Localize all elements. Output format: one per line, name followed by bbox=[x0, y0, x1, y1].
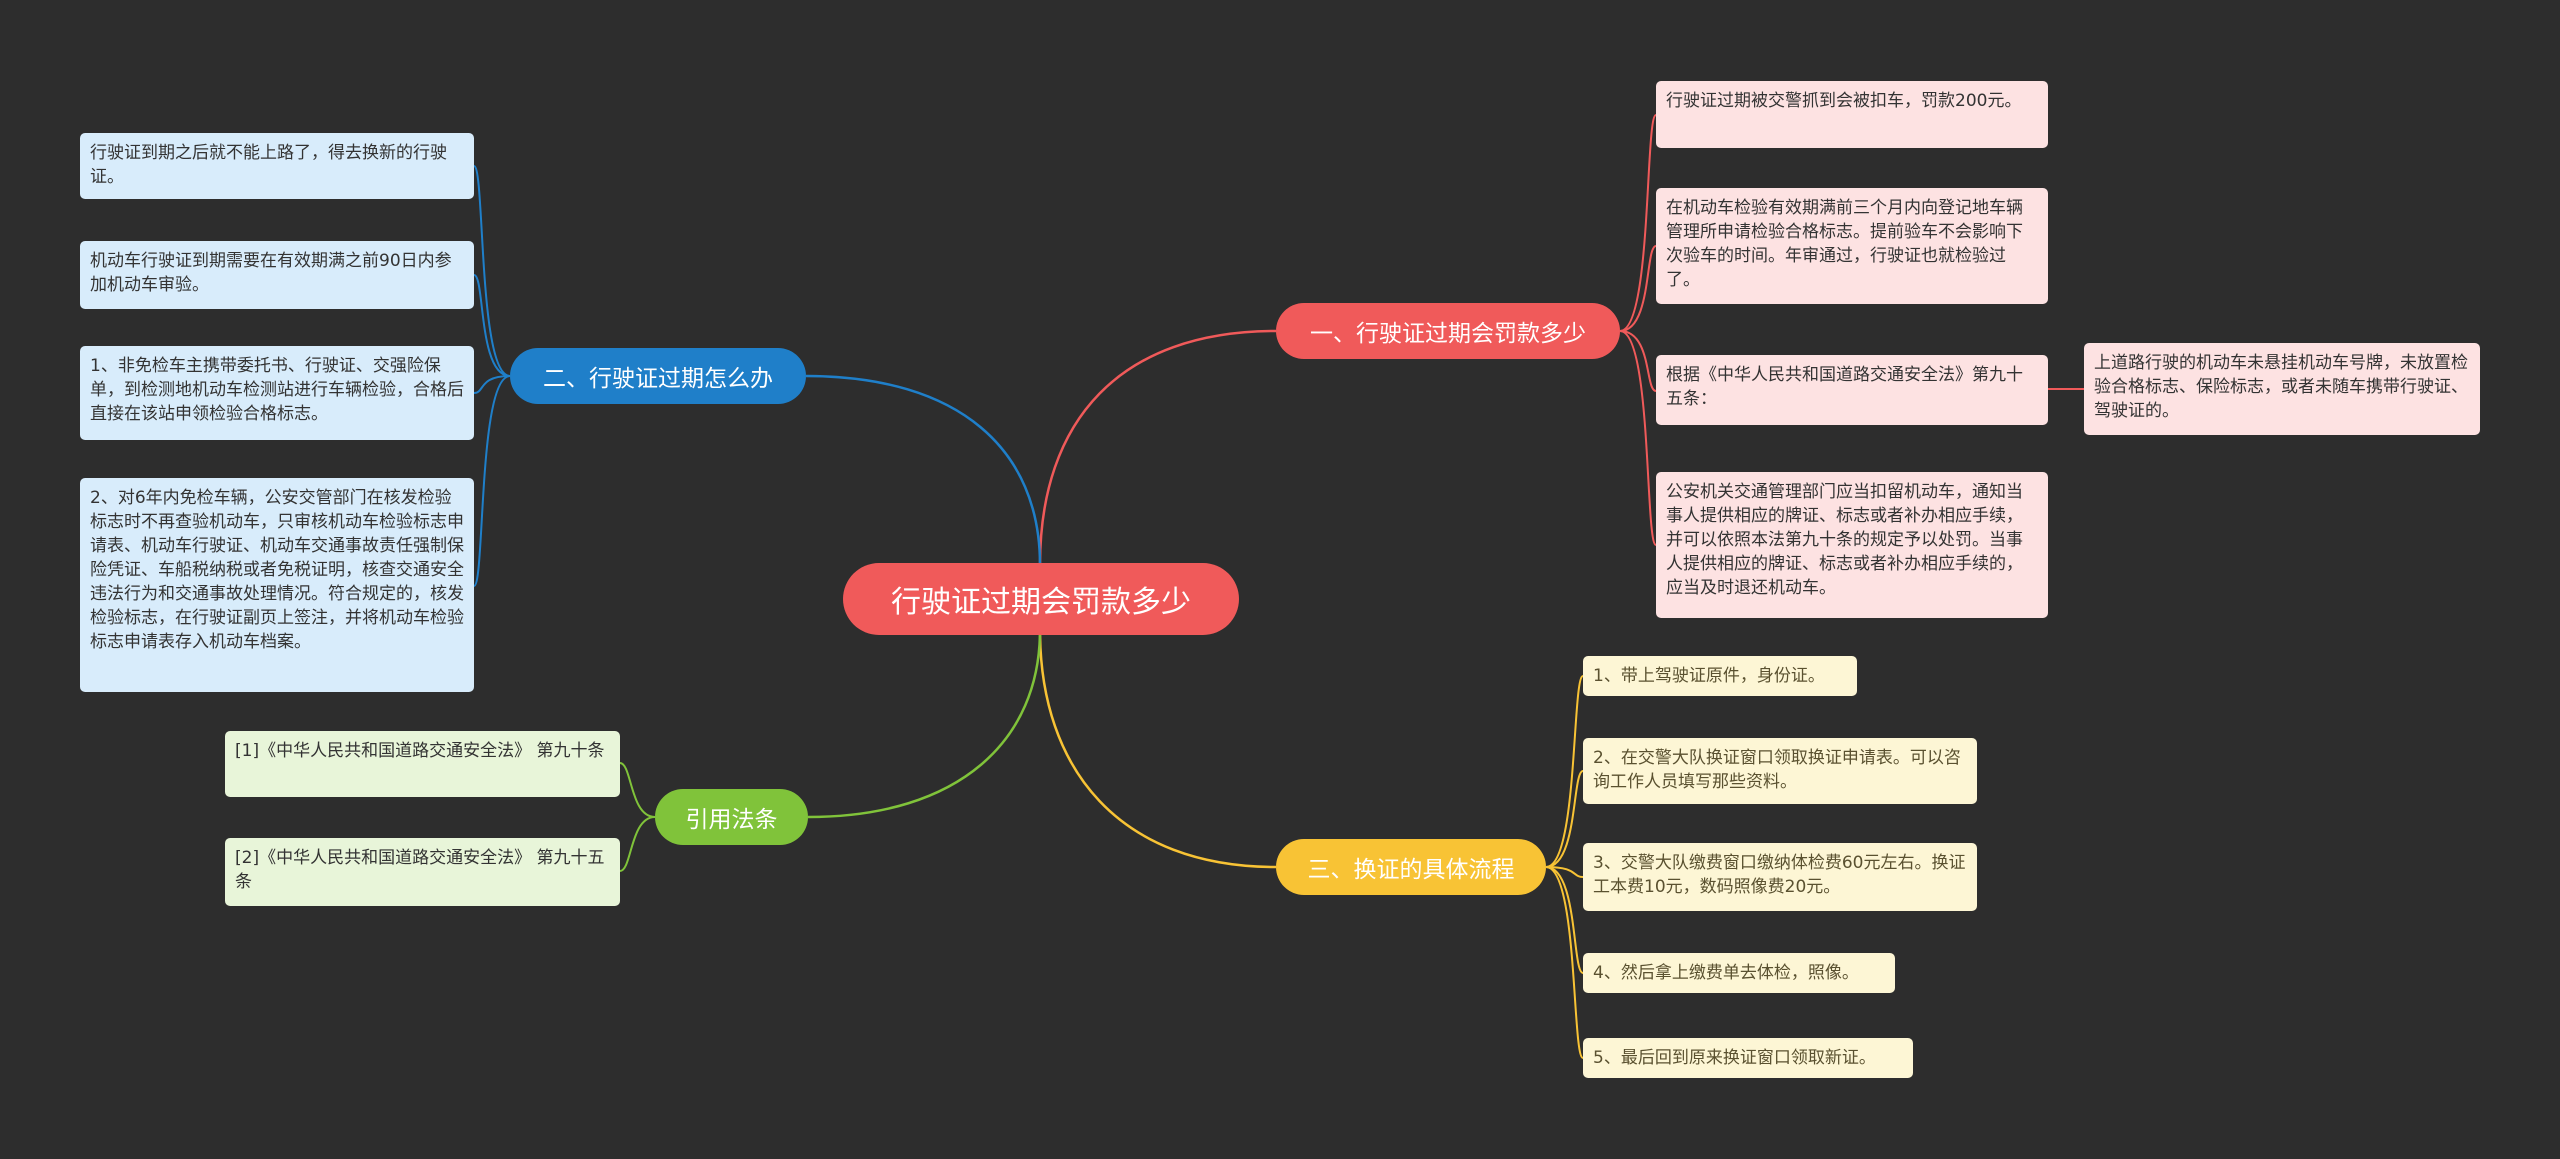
root-node[interactable]: 行驶证过期会罚款多少 bbox=[843, 563, 1239, 635]
fine-item-3[interactable]: 根据《中华人民共和国道路交通安全法》第九十五条： bbox=[1656, 355, 2048, 425]
expired-item-1[interactable]: 行驶证到期之后就不能上路了，得去换新的行驶证。 bbox=[80, 133, 474, 199]
link-root-b4 bbox=[807, 629, 1042, 819]
renewal-item-5[interactable]: 5、最后回到原来换证窗口领取新证。 bbox=[1583, 1038, 1913, 1078]
fine-item-1[interactable]: 行驶证过期被交警抓到会被扣车，罚款200元。 bbox=[1656, 81, 2048, 148]
link-b1-item3 bbox=[1619, 330, 1657, 392]
link-b3-item5 bbox=[1545, 866, 1584, 1059]
link-b2-item4 bbox=[473, 375, 511, 587]
link-b4-item2 bbox=[619, 816, 656, 872]
branch-expired-what-to-do[interactable]: 二、行驶证过期怎么办 bbox=[510, 348, 806, 404]
root-label: 行驶证过期会罚款多少 bbox=[891, 585, 1191, 620]
fine-sub-item[interactable]: 上道路行驶的机动车未悬挂机动车号牌，未放置检验合格标志、保险标志，或者未随车携带… bbox=[2084, 343, 2480, 435]
link-b3-item2 bbox=[1545, 770, 1584, 868]
branch-fine-label: 一、行驶证过期会罚款多少 bbox=[1310, 321, 1586, 347]
renewal-item-1[interactable]: 1、带上驾驶证原件，身份证。 bbox=[1583, 656, 1857, 696]
link-b2-item2 bbox=[473, 274, 511, 377]
expired-item-2[interactable]: 机动车行驶证到期需要在有效期满之前90日内参加机动车审验。 bbox=[80, 241, 474, 309]
law-item-2[interactable]: [2]《中华人民共和国道路交通安全法》 第九十五条 bbox=[225, 838, 620, 906]
law-item-1[interactable]: [1]《中华人民共和国道路交通安全法》 第九十条 bbox=[225, 731, 620, 797]
branch-expired-label: 二、行驶证过期怎么办 bbox=[543, 366, 773, 392]
link-b1-item2 bbox=[1619, 245, 1657, 332]
renewal-item-4[interactable]: 4、然后拿上缴费单去体检，照像。 bbox=[1583, 953, 1895, 993]
branch-renewal-label: 三、换证的具体流程 bbox=[1307, 857, 1515, 883]
link-b1-item1 bbox=[1619, 114, 1657, 332]
renewal-item-2[interactable]: 2、在交警大队换证窗口领取换证申请表。可以咨询工作人员填写那些资料。 bbox=[1583, 738, 1977, 804]
expired-item-3[interactable]: 1、非免检车主携带委托书、行驶证、交强险保单，到检测地机动车检测站进行车辆检验，… bbox=[80, 346, 474, 440]
link-root-b1 bbox=[1038, 329, 1277, 566]
link-b2-item1 bbox=[473, 165, 511, 377]
renewal-item-3[interactable]: 3、交警大队缴费窗口缴纳体检费60元左右。换证工本费10元，数码照像费20元。 bbox=[1583, 843, 1977, 911]
link-b3-item1 bbox=[1545, 675, 1584, 868]
branch-renewal-process[interactable]: 三、换证的具体流程 bbox=[1276, 839, 1546, 895]
branch-cited-laws[interactable]: 引用法条 bbox=[655, 789, 808, 845]
fine-item-2[interactable]: 在机动车检验有效期满前三个月内向登记地车辆管理所申请检验合格标志。提前验车不会影… bbox=[1656, 188, 2048, 304]
link-b3-item3 bbox=[1545, 866, 1584, 878]
branch-fine[interactable]: 一、行驶证过期会罚款多少 bbox=[1276, 303, 1620, 359]
expired-item-4[interactable]: 2、对6年内免检车辆，公安交管部门在核发检验标志时不再查验机动车，只审核机动车检… bbox=[80, 478, 474, 692]
link-root-b3 bbox=[1038, 629, 1277, 869]
link-b4-item1 bbox=[619, 762, 656, 818]
fine-item-4[interactable]: 公安机关交通管理部门应当扣留机动车，通知当事人提供相应的牌证、标志或者补办相应手… bbox=[1656, 472, 2048, 618]
link-b1-item4 bbox=[1619, 330, 1657, 546]
branch-laws-label: 引用法条 bbox=[685, 807, 778, 833]
link-b2-item3 bbox=[473, 375, 511, 394]
link-root-b2 bbox=[805, 374, 1042, 566]
link-b3-item4 bbox=[1545, 866, 1584, 974]
